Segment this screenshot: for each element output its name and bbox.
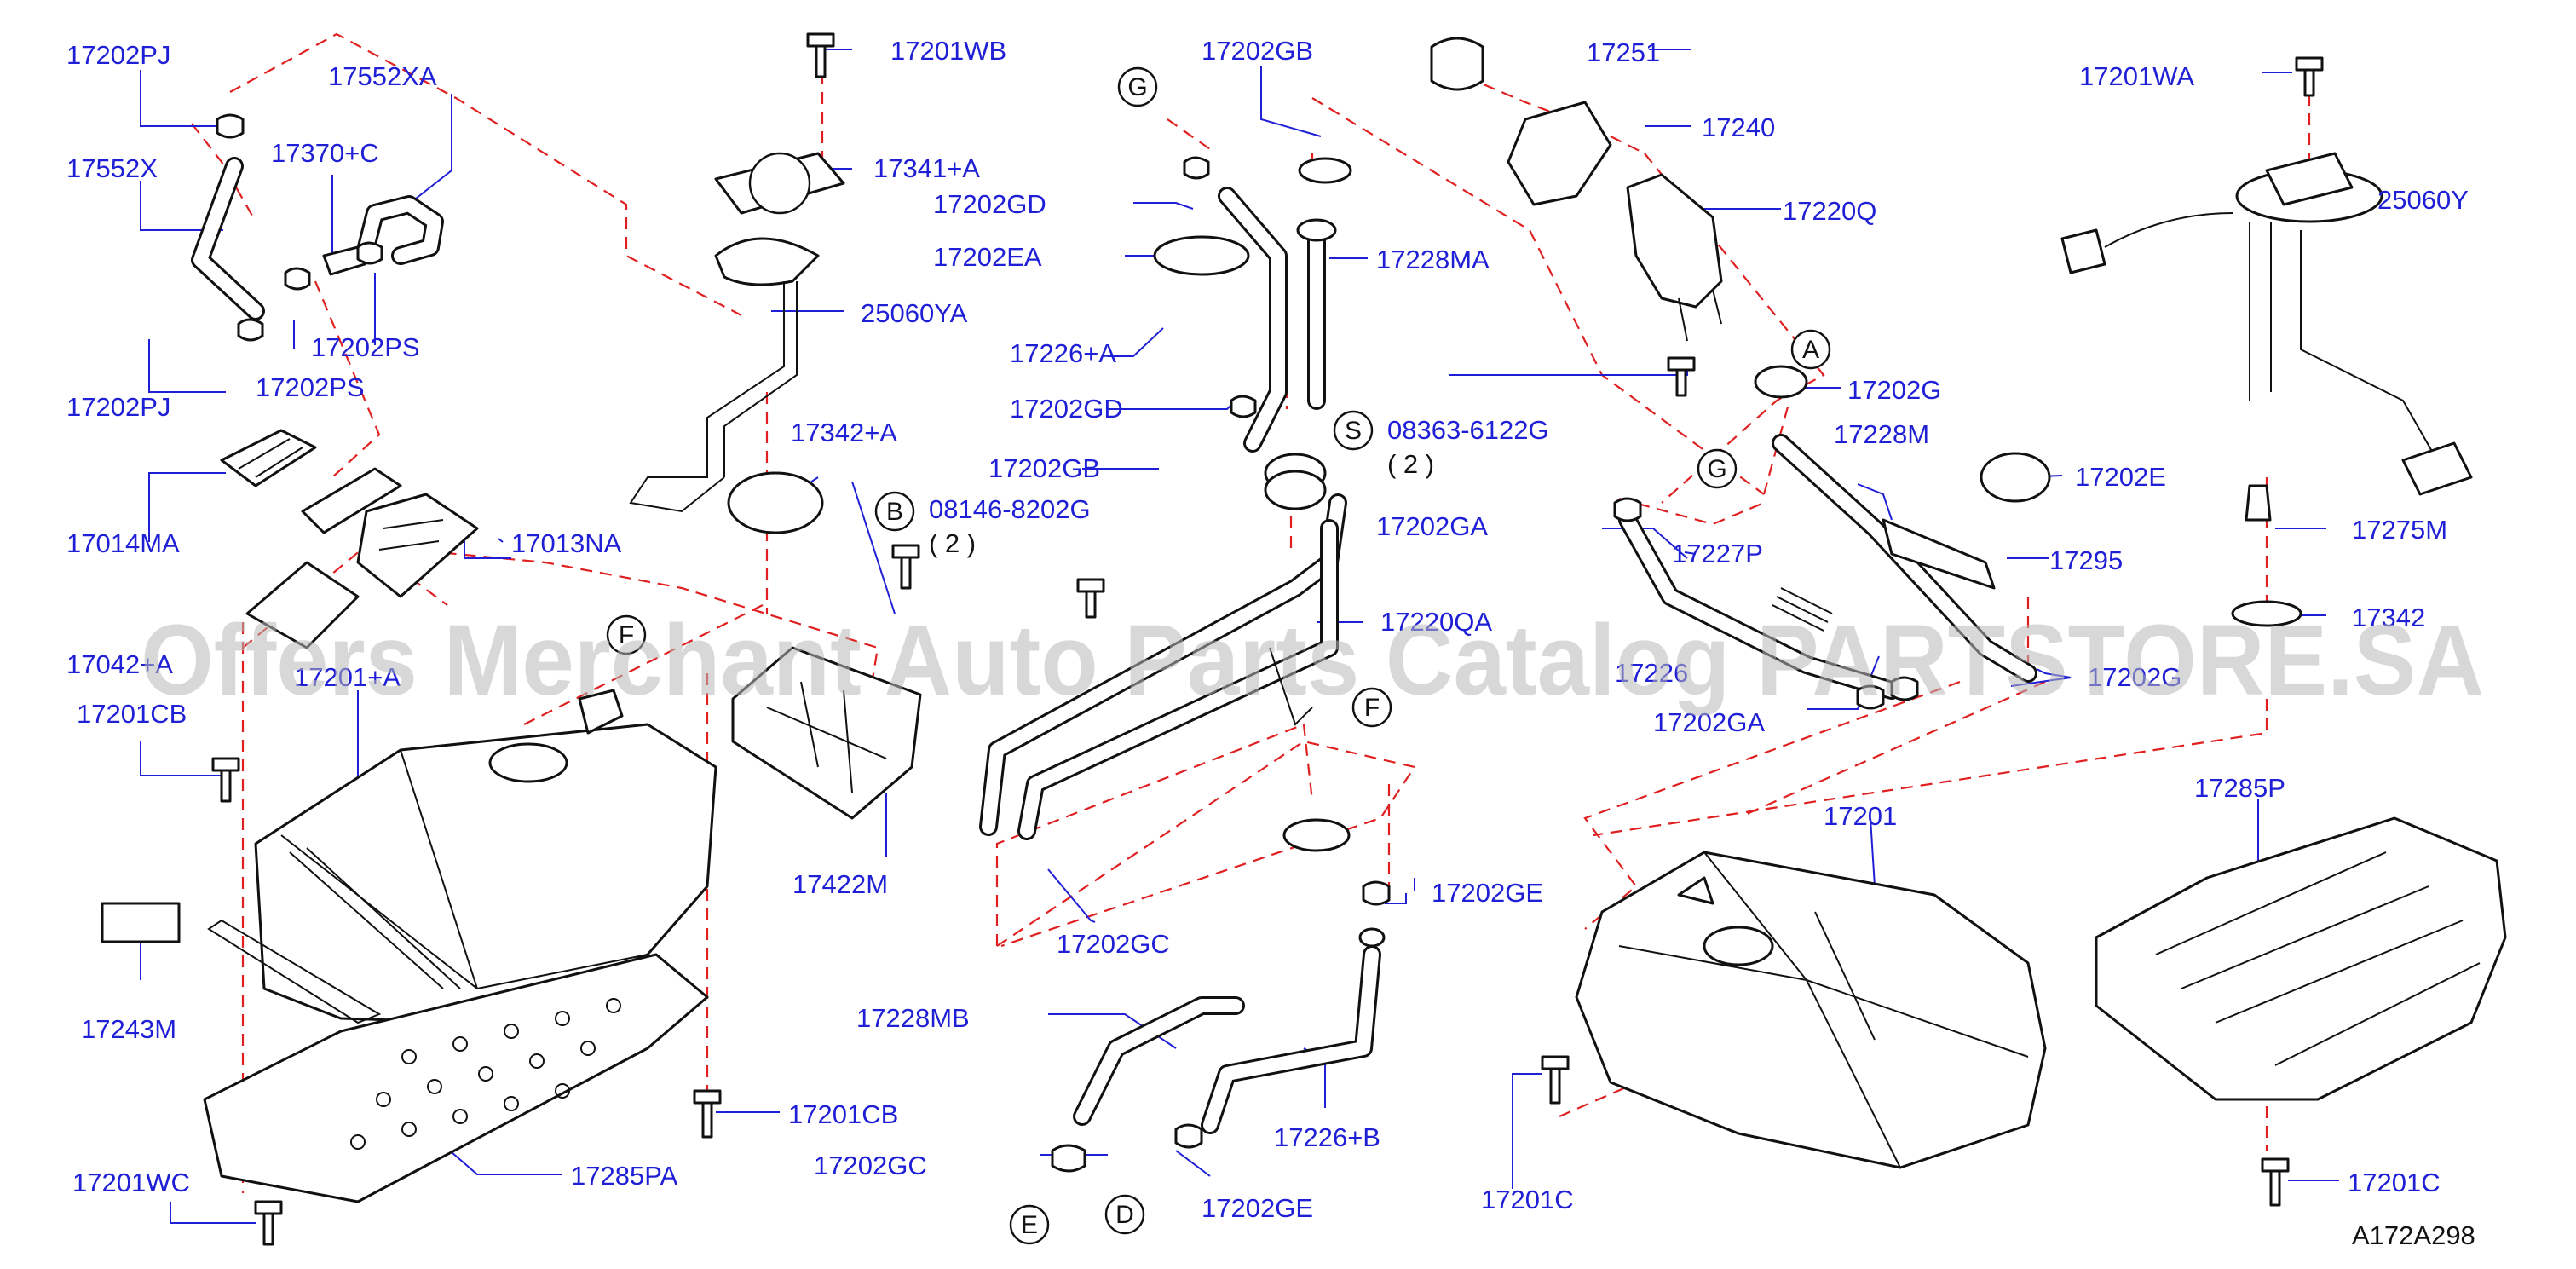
label-17201cb-left: 17201CB	[77, 699, 187, 729]
label-17202gd-bottom: 17202GD	[1010, 394, 1123, 424]
label-17240: 17240	[1702, 112, 1775, 142]
label-17201cb-right: 17201CB	[788, 1099, 898, 1129]
label-17202ge-bottom: 17202GE	[1202, 1193, 1313, 1223]
svg-text:G: G	[1127, 73, 1147, 101]
label-17202pj-top: 17202PJ	[66, 40, 170, 70]
ref-circle-d: D	[1104, 1194, 1145, 1235]
label-bolt-s-part: 08363-6122G	[1387, 415, 1549, 445]
label-17201: 17201	[1824, 801, 1897, 831]
label-17202gc-top: 17202GC	[1057, 929, 1170, 959]
label-17202pj-bottom: 17202PJ	[66, 392, 170, 422]
part-labels: 17202PJ 17552XA 17552X 17370+C 17202PJ 1…	[66, 36, 2475, 1250]
label-25060ya: 25060YA	[861, 298, 968, 328]
label-17202gb-bottom: 17202GB	[988, 453, 1100, 483]
label-17201c-right: 17201C	[2348, 1168, 2441, 1197]
svg-text:G: G	[1707, 455, 1726, 483]
label-17202gc-bottom: 17202GC	[814, 1151, 927, 1180]
ref-circle-a: A	[1790, 329, 1831, 370]
ref-circle-f-1: F	[606, 614, 647, 655]
ref-circle-f-2: F	[1351, 687, 1392, 728]
label-17202ps-2: 17202PS	[256, 372, 365, 402]
label-17226b: 17226+B	[1274, 1122, 1380, 1152]
ref-circle-b: B	[874, 491, 915, 532]
label-17370c: 17370+C	[271, 138, 379, 168]
label-17202ps-1: 17202PS	[311, 332, 420, 362]
label-17202g-top: 17202G	[1847, 375, 1941, 405]
diagram-code: A172A298	[2352, 1220, 2475, 1250]
label-17285pa: 17285PA	[571, 1161, 678, 1191]
label-17295: 17295	[2049, 545, 2123, 575]
label-17202gb-top: 17202GB	[1202, 36, 1313, 66]
label-25060y: 25060Y	[2377, 185, 2469, 215]
label-17202ga-bottom: 17202GA	[1653, 707, 1765, 737]
label-17202gd-top: 17202GD	[933, 189, 1046, 219]
label-17552xa: 17552XA	[328, 61, 437, 91]
svg-text:A: A	[1802, 336, 1819, 364]
bolt-icons	[211, 32, 2324, 1246]
label-bolt-s-qty: ( 2 )	[1387, 449, 1434, 479]
label-17275m: 17275M	[2352, 515, 2447, 545]
label-17013na: 17013NA	[511, 528, 622, 558]
label-17202e: 17202E	[2075, 462, 2166, 492]
svg-text:E: E	[1021, 1211, 1038, 1239]
label-17014ma: 17014MA	[66, 528, 180, 558]
label-17228mb: 17228MB	[856, 1003, 970, 1033]
label-bolt-b-part: 08146-8202G	[929, 494, 1091, 524]
label-17202g-bottom: 17202G	[2088, 662, 2181, 692]
part-drawings	[101, 32, 2507, 1246]
ref-circle-g-2: G	[1697, 448, 1738, 489]
label-17201wc: 17201WC	[72, 1168, 190, 1197]
label-17226a: 17226+A	[1010, 338, 1116, 368]
label-17342: 17342	[2352, 603, 2425, 632]
svg-text:F: F	[1364, 694, 1380, 722]
ref-circle-g-1: G	[1117, 66, 1158, 107]
label-17227p: 17227P	[1672, 539, 1763, 568]
label-17422m: 17422M	[792, 869, 888, 899]
label-17201wb: 17201WB	[890, 36, 1006, 66]
label-bolt-b-qty: ( 2 )	[929, 528, 976, 558]
label-17202ea: 17202EA	[933, 242, 1042, 272]
svg-text:D: D	[1115, 1201, 1134, 1229]
label-17201a: 17201+A	[294, 662, 401, 692]
label-17220qa: 17220QA	[1380, 607, 1492, 637]
label-17228ma: 17228MA	[1376, 245, 1490, 274]
svg-text:S: S	[1345, 417, 1362, 445]
label-17228m: 17228M	[1834, 419, 1929, 449]
label-17202ge-top: 17202GE	[1432, 878, 1543, 908]
label-17341a: 17341+A	[873, 153, 980, 183]
label-17201wa: 17201WA	[2079, 61, 2194, 91]
label-17251: 17251	[1587, 37, 1660, 67]
label-17202ga-top: 17202GA	[1376, 511, 1488, 541]
ref-circle-e: E	[1009, 1204, 1050, 1245]
label-17220q: 17220Q	[1783, 196, 1876, 226]
watermark-text: Offers Merchant Auto Parts Catalog PARTS…	[141, 604, 2484, 717]
svg-text:B: B	[886, 498, 903, 526]
label-17342a: 17342+A	[791, 418, 897, 447]
label-17201c-center: 17201C	[1481, 1185, 1574, 1214]
reference-circles: G G A F F E D B S	[606, 66, 1831, 1245]
label-17243m: 17243M	[81, 1014, 176, 1044]
label-17226: 17226	[1615, 658, 1688, 688]
label-17285p: 17285P	[2194, 773, 2285, 803]
svg-text:F: F	[619, 621, 634, 649]
ref-circle-s: S	[1333, 410, 1374, 451]
label-17552x: 17552X	[66, 153, 158, 183]
label-17042a: 17042+A	[66, 649, 173, 679]
